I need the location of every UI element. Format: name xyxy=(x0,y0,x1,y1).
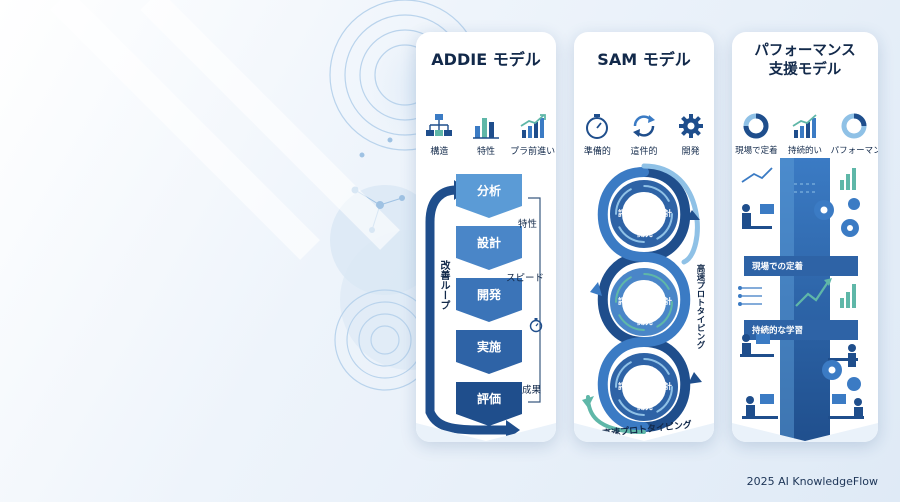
performance-support-panel: パフォーマンス 支援モデル 現場で定着 持続的い パフォーマンス xyxy=(732,32,878,442)
sam-side-label: 高速プロトタイピング xyxy=(695,264,705,349)
hierarchy-icon xyxy=(426,114,453,136)
perf-icon-label-2: パフォーマンス xyxy=(830,146,878,156)
sam-iteration-cycles xyxy=(582,163,702,434)
sam-cycle1-bottom: 開発 xyxy=(637,229,653,238)
sam-cycle2-bottom: 開発 xyxy=(637,317,653,326)
panel-notch xyxy=(732,423,878,442)
sam-cycle3-top: 評価 xyxy=(637,366,653,375)
stopwatch-icon xyxy=(529,318,543,333)
gear-icon xyxy=(678,114,703,138)
footer-credit: 2025 AI KnowledgeFlow xyxy=(746,475,878,488)
sam-cycle1-top: 準備 xyxy=(637,193,653,202)
addie-icon-row xyxy=(416,112,556,142)
addie-icon-label-2: プラ前進い xyxy=(510,147,556,157)
sam-cycle1-left: 評価 xyxy=(618,209,634,218)
cycle-icon xyxy=(632,115,655,137)
sam-icon-labels: 準備的 這件的 開発 xyxy=(574,144,714,157)
sam-cycle2-left: 評価 xyxy=(618,297,634,306)
sam-cycle3-left: 評価 xyxy=(618,382,634,391)
addie-icon-label-0: 構造 xyxy=(430,147,449,157)
sam-icon-label-1: 這件的 xyxy=(630,147,658,157)
addie-icon-labels: 構造 特性 プラ前進い xyxy=(416,144,556,157)
sam-cycle3-bottom: 開発 xyxy=(637,402,653,411)
sam-cycle1-right: 設計 xyxy=(656,209,672,218)
perf-icon-label-0: 現場で定着 xyxy=(735,146,778,156)
addie-step-implementation: 実施 xyxy=(456,330,522,374)
addie-step-development: 開発 xyxy=(456,278,522,322)
sam-title: SAM モデル xyxy=(597,50,691,69)
panel-notch xyxy=(574,423,714,442)
growth-chart-icon xyxy=(792,114,817,138)
perf-icon-row xyxy=(732,112,878,142)
sam-icon-row xyxy=(574,112,714,142)
addie-step-design: 設計 xyxy=(456,226,522,270)
sam-cycle2-right: 設計 xyxy=(656,297,672,306)
timer-icon xyxy=(586,114,609,139)
perf-title-line1: パフォーマンス xyxy=(754,43,856,59)
sam-model-panel: SAM モデル 準備的 這件的 開発 xyxy=(574,32,714,442)
donut-chart-icon xyxy=(841,113,867,139)
sam-cycle3-right: 設計 xyxy=(656,382,672,391)
perf-title: パフォーマンス 支援モデル xyxy=(732,42,878,80)
addie-model-panel: ADDIE モデル 構造 特性 プラ前進い 分析 xyxy=(416,32,556,442)
perf-icon-labels: 現場で定着 持続的い パフォーマンス xyxy=(732,144,878,156)
bar-chart-icon xyxy=(472,118,499,139)
sam-cycle2-top: 評価 xyxy=(637,281,653,290)
performance-support-illustration xyxy=(738,158,864,442)
donut-chart-icon xyxy=(743,113,769,139)
addie-icon-label-1: 特性 xyxy=(476,147,495,157)
addie-side-label-0: 特性 xyxy=(518,219,538,230)
addie-step-analysis: 分析 xyxy=(456,174,522,218)
sam-icon-label-0: 準備的 xyxy=(583,147,611,157)
addie-side-label-2: 成果 xyxy=(522,385,542,396)
addie-step-evaluation: 評価 xyxy=(456,382,522,426)
improvement-loop-label: 改善ループ xyxy=(438,260,449,310)
addie-title: ADDIE モデル xyxy=(431,50,541,69)
sam-icon-label-2: 開発 xyxy=(681,147,700,157)
perf-title-line2: 支援モデル xyxy=(768,62,842,78)
growth-chart-icon xyxy=(520,114,546,138)
addie-side-label-1: スピード xyxy=(506,273,545,284)
perf-tag-onsite: 現場での定着 xyxy=(752,262,804,272)
perf-tag-continuous: 持続的な学習 xyxy=(752,326,804,336)
panel-notch xyxy=(416,423,556,442)
perf-icon-label-1: 持続的い xyxy=(787,146,822,156)
